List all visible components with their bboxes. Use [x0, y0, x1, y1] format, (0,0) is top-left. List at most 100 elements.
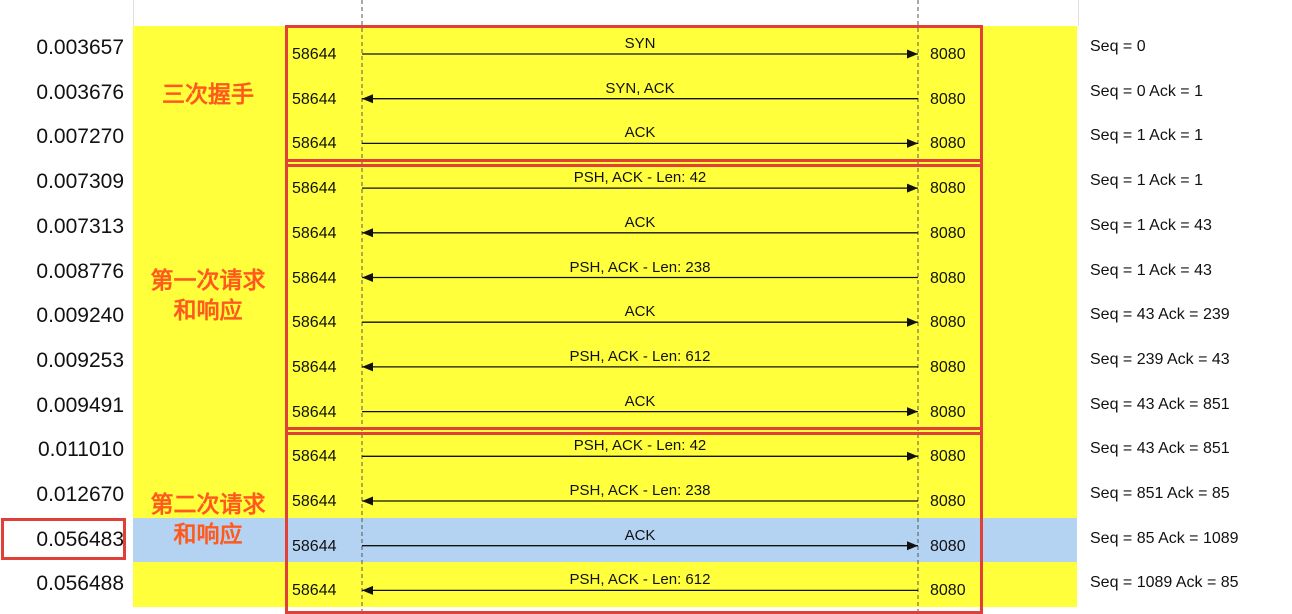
- flow-arrow: [362, 496, 918, 506]
- source-port: 58644: [292, 314, 337, 332]
- seq-ack-comment: Seq = 851 Ack = 85: [1090, 485, 1230, 502]
- flow-arrow: [362, 407, 918, 417]
- packet-row[interactable]: [133, 204, 1077, 250]
- packet-flags-label: SYN, ACK: [605, 79, 675, 97]
- seq-ack-comment: Seq = 85 Ack = 1089: [1090, 529, 1239, 547]
- packet-row[interactable]: [133, 26, 1077, 71]
- destination-port: 8080: [930, 448, 966, 466]
- packet-time: 0.009240: [36, 304, 124, 328]
- selected-time-highlight: [1, 518, 126, 560]
- packet-flags-label: PSH, ACK - Len: 612: [569, 347, 711, 365]
- arrow-head-icon: [362, 585, 373, 595]
- arrow-head-icon: [362, 362, 373, 372]
- source-port: 58644: [292, 582, 337, 600]
- seq-ack-comment: Seq = 43 Ack = 851: [1090, 440, 1230, 458]
- packet-row[interactable]: [133, 473, 1077, 518]
- packet-flags-label: PSH, ACK - Len: 42: [573, 437, 707, 455]
- source-port: 58644: [292, 224, 337, 242]
- destination-port: 8080: [930, 269, 966, 287]
- packet-row[interactable]: [133, 517, 1077, 563]
- source-port: 58644: [292, 358, 337, 376]
- packet-flags-label: ACK: [624, 392, 656, 410]
- seq-ack-comment: Seq = 1 Ack = 1: [1090, 172, 1203, 190]
- packet-row[interactable]: [133, 294, 1077, 340]
- seq-ack-comment: Seq = 43 Ack = 239: [1090, 306, 1230, 324]
- seq-ack-comment: Seq = 1 Ack = 1: [1090, 127, 1203, 145]
- source-port: 58644: [292, 448, 337, 466]
- group-label-line1: 第二次请求: [150, 491, 266, 518]
- flow-arrow: [362, 585, 918, 595]
- group-label-line2: 和响应: [173, 521, 243, 548]
- seq-ack-comment: Seq = 239 Ack = 43: [1090, 350, 1230, 368]
- seq-ack-comment: Seq = 1089 Ack = 85: [1090, 574, 1239, 592]
- packet-flags-label: PSH, ACK - Len: 238: [569, 258, 711, 276]
- flow-arrow: [362, 541, 918, 551]
- flow-arrow: [362, 94, 918, 104]
- packet-row[interactable]: [133, 160, 1077, 206]
- source-port: 58644: [292, 90, 337, 108]
- packet-row[interactable]: [133, 70, 1077, 116]
- packet-time: 0.003657: [36, 36, 124, 59]
- packet-flags-label: ACK: [624, 124, 656, 142]
- arrow-head-icon: [362, 228, 373, 238]
- source-port: 58644: [292, 537, 337, 555]
- flow-arrow: [362, 183, 918, 193]
- packet-time: 0.009491: [36, 393, 124, 417]
- packet-flags-label: PSH, ACK - Len: 238: [569, 482, 711, 499]
- packet-time: 0.007309: [36, 170, 124, 194]
- arrow-head-icon: [907, 317, 918, 327]
- arrow-head-icon: [907, 183, 918, 193]
- header-spacer: [133, 0, 1079, 26]
- destination-port: 8080: [930, 90, 966, 108]
- arrow-head-icon: [907, 138, 918, 148]
- group-highlight-box: [285, 25, 983, 168]
- arrow-head-icon: [907, 451, 918, 461]
- packet-row[interactable]: [133, 338, 1077, 384]
- source-port: 58644: [292, 403, 337, 421]
- flow-arrow: [362, 317, 918, 327]
- arrow-head-icon: [362, 273, 373, 282]
- packet-time: 0.008776: [36, 259, 124, 283]
- group-label-line2: 和响应: [173, 298, 243, 325]
- packet-row[interactable]: [133, 383, 1077, 429]
- packet-row[interactable]: [133, 562, 1077, 608]
- source-port: 58644: [292, 180, 337, 198]
- destination-port: 8080: [930, 403, 966, 421]
- packet-time: 0.003676: [36, 80, 124, 104]
- arrow-head-icon: [907, 49, 918, 59]
- seq-ack-comment: Seq = 1 Ack = 43: [1090, 261, 1212, 279]
- packet-time: 0.007270: [36, 125, 124, 149]
- packet-time: 0.009253: [36, 348, 124, 372]
- flow-arrow: [362, 362, 918, 372]
- seq-ack-comment: Seq = 0: [1090, 38, 1146, 55]
- destination-port: 8080: [930, 135, 966, 153]
- packet-flags-label: SYN: [624, 35, 656, 52]
- group-label: 第二次请求和响应: [136, 490, 280, 550]
- arrow-head-icon: [362, 496, 373, 506]
- source-port: 58644: [292, 46, 337, 63]
- group-highlight-box: [285, 427, 983, 614]
- seq-ack-comment: Seq = 43 Ack = 851: [1090, 395, 1230, 413]
- seq-ack-comment: Seq = 0 Ack = 1: [1090, 82, 1203, 100]
- packet-flags-label: ACK: [624, 303, 656, 321]
- destination-port: 8080: [930, 582, 966, 600]
- arrow-head-icon: [907, 407, 918, 417]
- group-label-line1: 第一次请求: [150, 268, 266, 295]
- packet-time: 0.012670: [36, 483, 124, 506]
- flow-arrow: [362, 49, 918, 59]
- packet-row[interactable]: [133, 428, 1077, 474]
- destination-port: 8080: [930, 46, 966, 63]
- packet-row[interactable]: [133, 115, 1077, 161]
- arrow-head-icon: [907, 541, 918, 551]
- source-port: 58644: [292, 269, 337, 287]
- packet-flags-label: ACK: [624, 526, 656, 544]
- packet-time: 0.056488: [36, 572, 124, 596]
- packet-time: 0.056483: [36, 527, 124, 551]
- destination-port: 8080: [930, 224, 966, 242]
- group-label: 三次握手: [136, 80, 280, 110]
- destination-port: 8080: [930, 537, 966, 555]
- packet-row[interactable]: [133, 249, 1077, 295]
- seq-ack-comment: Seq = 1 Ack = 43: [1090, 216, 1212, 234]
